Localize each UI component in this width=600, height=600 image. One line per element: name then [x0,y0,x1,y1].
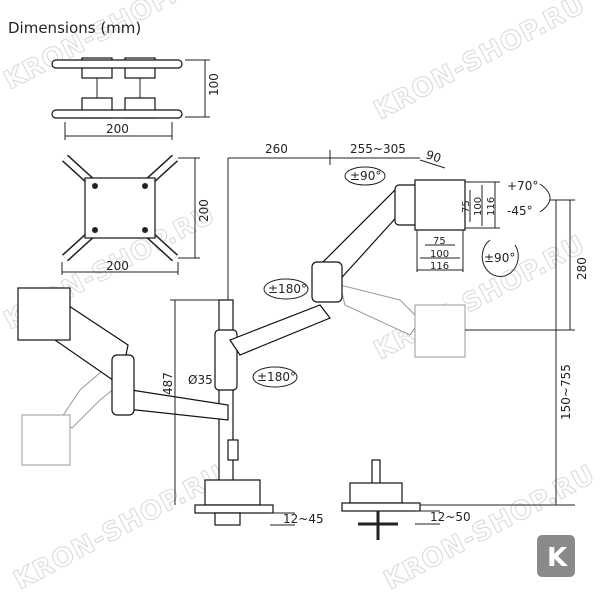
mount-structure [17,179,466,540]
vesa-large-width-label: 200 [106,259,129,273]
watermark-text: KRON-SHOP.RU [0,0,221,96]
vesa-h-75-label: 75 [433,236,446,247]
watermark-text: KRON-SHOP.RU [9,460,230,597]
plate-offset-label: 90 [424,148,443,166]
clamp-range-label: 12~45 [283,512,324,526]
pole-height-label: 487 [161,372,175,395]
vesa-h-116-label: 116 [430,261,449,272]
height-range-label: 150~755 [559,364,573,420]
vesa-adapter-large: 200 200 [61,154,211,275]
diagram-title: Dimensions (mm) [8,19,141,37]
base-swivel-label: ±180° [257,370,296,384]
brand-logo: K [537,535,575,577]
grommet-range-label: 12~50 [430,510,471,524]
vesa-adapter-small: 100 200 [51,57,221,140]
tilt-down-label: -45° [507,204,533,218]
rotation-label: ±90° [484,251,515,265]
vesa-small-width-label: 200 [106,122,129,136]
pole-diameter-label: Ø35 [188,373,213,387]
ghost-arm-positions [21,284,466,466]
elbow-swivel-label: ±180° [268,282,307,296]
swivel-top-label: ±90° [350,169,381,183]
dimension-lines: 260 255~305 90 ±90° +70° -45° 75 100 116… [161,142,589,526]
watermark-text: KRON-SHOP.RU [369,0,590,126]
reach-outer-label: 255~305 [350,142,406,156]
watermark-text: KRON-SHOP.RU [369,230,590,367]
vesa-small-height-label: 100 [207,73,221,96]
vesa-v-100-label: 100 [473,197,484,216]
reach-inner-label: 260 [265,142,288,156]
vesa-h-100-label: 100 [430,249,449,260]
vesa-large-height-label: 200 [197,199,211,222]
arm-drop-label: 280 [575,257,589,280]
vesa-v-75-label: 75 [461,200,472,213]
tilt-up-label: +70° [507,179,538,193]
logo-letter: K [547,543,568,573]
vesa-v-116-label: 116 [486,197,497,216]
